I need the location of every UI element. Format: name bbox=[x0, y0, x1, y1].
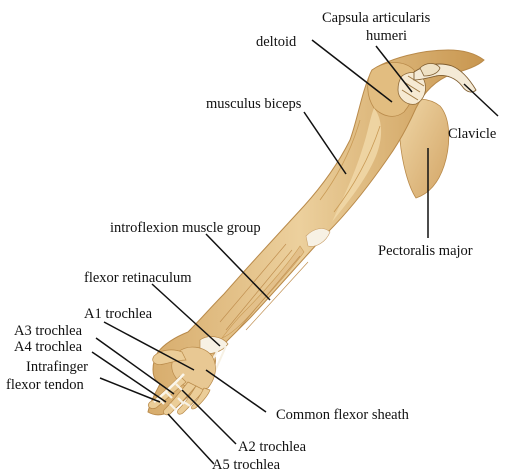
label-intrafinger-line2: flexor tendon bbox=[6, 377, 84, 393]
label-flexor-retinaculum: flexor retinaculum bbox=[84, 270, 192, 286]
label-a1-trochlea: A1 trochlea bbox=[84, 306, 153, 322]
leader-clavicle bbox=[464, 84, 498, 116]
label-deltoid: deltoid bbox=[256, 34, 297, 50]
label-capsula-line2: humeri bbox=[366, 28, 407, 44]
leader-biceps bbox=[304, 112, 346, 174]
label-a3-trochlea: A3 trochlea bbox=[14, 323, 83, 339]
label-pectoralis-major: Pectoralis major bbox=[378, 243, 473, 259]
label-intrafinger-line1: Intrafinger bbox=[26, 359, 88, 375]
leader-common-flexor bbox=[206, 370, 266, 412]
leader-a2 bbox=[182, 390, 236, 444]
leader-a5 bbox=[168, 414, 214, 464]
label-a2-trochlea: A2 trochlea bbox=[238, 439, 307, 455]
label-biceps: musculus biceps bbox=[206, 96, 302, 112]
label-clavicle: Clavicle bbox=[448, 126, 496, 142]
label-introflexion: introflexion muscle group bbox=[110, 220, 261, 236]
label-common-flexor-sheath: Common flexor sheath bbox=[276, 407, 410, 423]
label-a4-trochlea: A4 trochlea bbox=[14, 339, 83, 355]
label-capsula-line1: Capsula articularis bbox=[322, 10, 431, 26]
label-a5-trochlea: A5 trochlea bbox=[212, 457, 281, 473]
leader-intrafinger bbox=[100, 378, 160, 402]
